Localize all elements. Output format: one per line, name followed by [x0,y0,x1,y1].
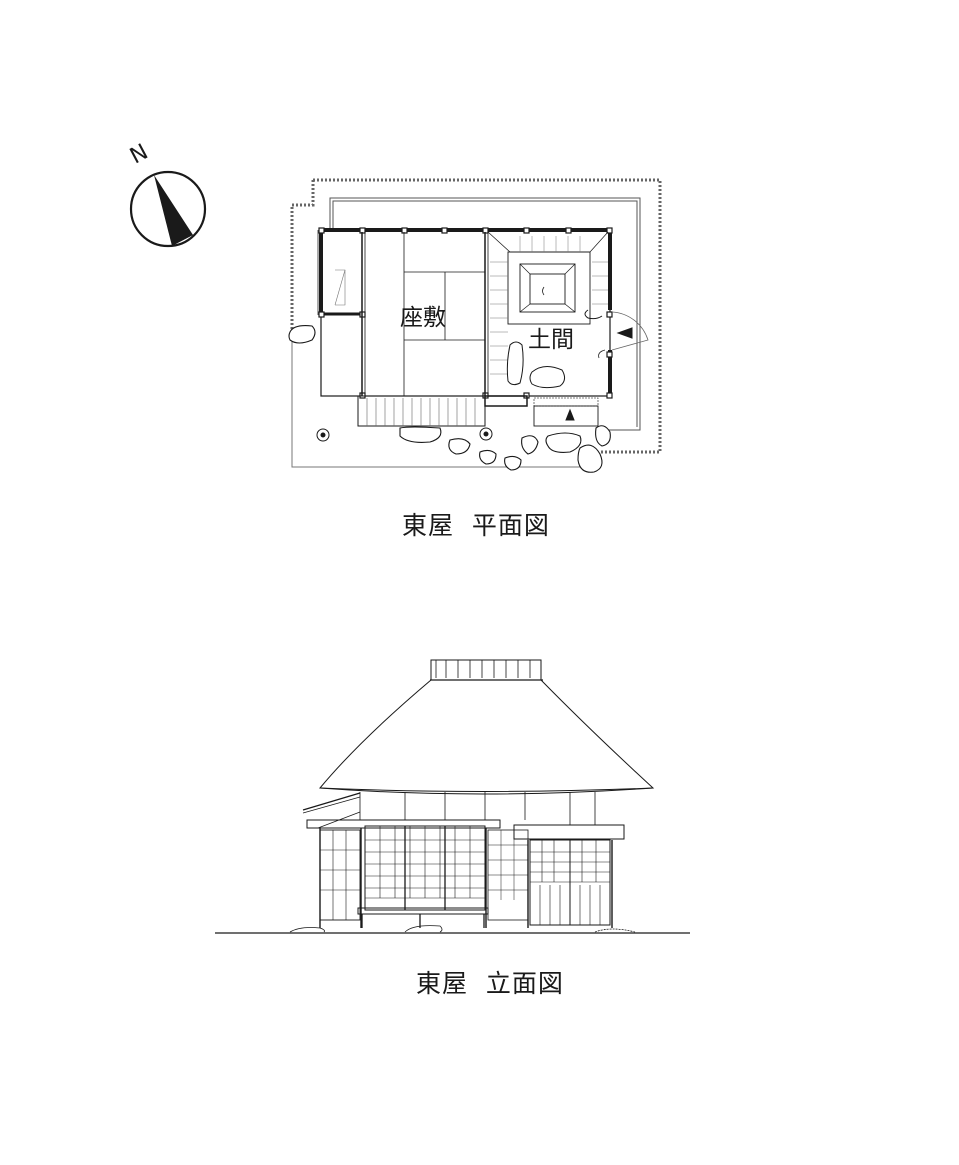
north-arrow-icon [154,175,193,246]
entrance-arrow-east-icon [616,327,633,339]
elevation-caption: 東屋 立面図 [416,969,564,998]
room-label-doma: 土間 [528,327,574,353]
entrance-arrow-south-icon [565,408,575,421]
plan-caption: 東屋 平面図 [402,511,550,540]
room-label-zashiki: 座敷 [400,305,446,331]
